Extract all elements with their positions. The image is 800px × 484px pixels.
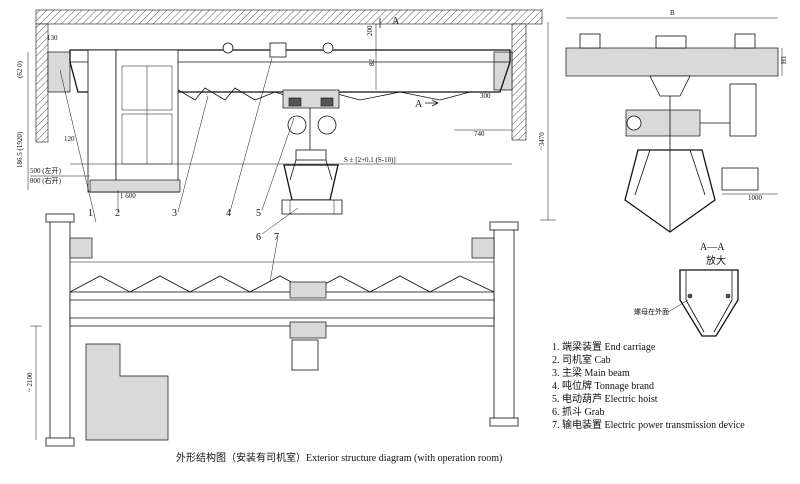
left-runway-beam xyxy=(47,51,71,93)
callout-2: 2 xyxy=(115,208,120,219)
dim-b: B xyxy=(670,9,675,17)
legend: 1. 端梁装置 End carriage 2. 司机室 Cab 3. 主梁 Ma… xyxy=(552,340,745,431)
electric-hoist xyxy=(282,89,340,150)
end-carriage-wheel-left xyxy=(222,42,234,54)
legend-item-6: 6. 抓斗 Grab xyxy=(552,405,605,418)
end-carriage-wheel-right xyxy=(322,42,334,54)
plan-power-cable xyxy=(69,275,495,293)
right-runway-beam xyxy=(493,51,513,91)
plan-cab xyxy=(85,343,169,441)
callout-3: 3 xyxy=(172,208,177,219)
callout-4: 4 xyxy=(226,208,231,219)
roof-wall xyxy=(35,9,543,25)
plan-end-carriage-right xyxy=(493,227,515,421)
dim-82: 82 xyxy=(368,59,376,67)
dim-1600: 1 600 xyxy=(120,192,136,200)
plan-main-beam xyxy=(69,291,495,327)
section-note: 螺母在外面 xyxy=(634,307,669,316)
section-mark-a-top: A xyxy=(392,16,400,27)
front-elevation-view: A A 130 (62 0) 186.5 (1920) 120 200 82 5… xyxy=(16,9,556,283)
plan-end-carriage-left xyxy=(49,219,71,443)
dim-130: 130 xyxy=(47,34,58,42)
callout-1: 1 xyxy=(88,208,93,219)
callout-7: 7 xyxy=(274,232,279,243)
dim-120: 120 xyxy=(64,135,75,143)
right-column-wall xyxy=(511,23,527,141)
dim-186: 186.5 (1920) xyxy=(16,131,24,168)
callout-6: 6 xyxy=(256,232,261,243)
legend-item-1: 1. 端梁装置 End carriage xyxy=(552,340,656,353)
dim-3470: ~3470 xyxy=(538,132,546,150)
dim-800: 800 (右开) xyxy=(30,176,62,185)
dim-2100: ~ 2100 xyxy=(26,372,34,392)
dim-300: 300 xyxy=(480,92,491,100)
cab xyxy=(87,49,181,193)
section-title: A—A xyxy=(700,242,725,253)
legend-item-2: 2. 司机室 Cab xyxy=(552,353,611,366)
figure-caption: 外形结构图（安装有司机室）Exterior structure diagram … xyxy=(176,451,502,464)
side-elevation-view: B H1 1000 xyxy=(565,9,788,233)
tonnage-brand-plate xyxy=(269,42,287,58)
callout-5: 5 xyxy=(256,208,261,219)
dim-62: (62 0) xyxy=(16,60,24,78)
dim-500: 500 (左开) xyxy=(30,166,62,175)
section-a-a-view: A—A 放大 螺母在外面 xyxy=(634,242,739,337)
section-subtitle: 放大 xyxy=(706,254,726,267)
section-mark-a-bottom: A xyxy=(415,99,423,110)
grab-front xyxy=(281,149,343,215)
dim-200: 200 xyxy=(366,25,374,36)
dim-740: 740 xyxy=(474,130,485,138)
dim-h1: H1 xyxy=(780,55,788,64)
dim-span: S ± [2+0.1 (S-10)] xyxy=(344,156,396,164)
legend-item-3: 3. 主梁 Main beam xyxy=(552,366,630,379)
legend-item-4: 4. 吨位牌 Tonnage brand xyxy=(552,379,654,392)
legend-item-5: 5. 电动葫芦 Electric hoist xyxy=(552,392,658,405)
legend-item-7: 7. 输电装置 Electric power transmission devi… xyxy=(552,418,745,431)
dim-1000: 1000 xyxy=(748,194,763,202)
plan-view: ~ 2100 xyxy=(26,213,519,447)
